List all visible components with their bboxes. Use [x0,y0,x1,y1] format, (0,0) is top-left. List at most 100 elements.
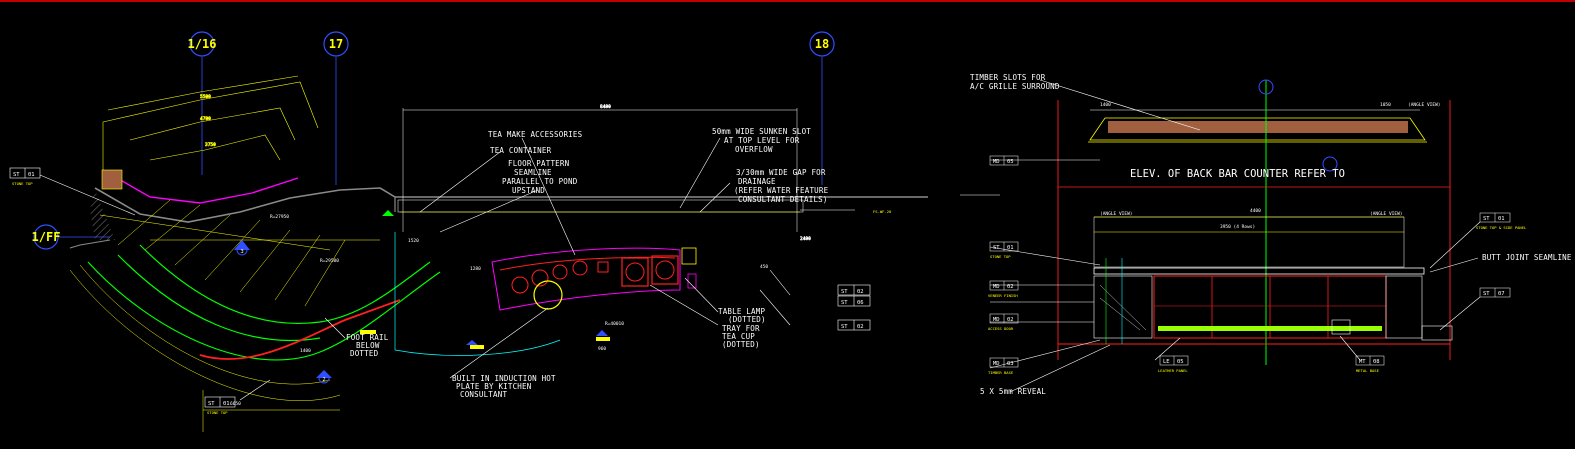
dim-lower-4: 960 [598,346,606,352]
note-reveal: 5 X 5mm REVEAL [980,387,1046,396]
tag-num: 07 [1498,291,1505,297]
elev-tag-st07: ST 07 [1479,287,1511,298]
section-marker-3: 3 [234,240,250,256]
tag-num: 01 [1498,216,1505,222]
ceiling-grille [1088,109,1427,143]
elev-tag-md02b: MD 02 ACCESS DOOR [988,313,1019,331]
note-tea-make: TEA MAKE ACCESSORIES [488,130,583,139]
top-border-line [0,0,1575,2]
elev-tag-st01-right: ST 01 STONE TOP & SIDE PANEL [1476,212,1527,230]
wall-outline [69,187,928,249]
grid-bubble-1-ff: 1/FF [32,224,110,250]
elev-dim-mid: 3950 (4 Rows) [1220,224,1255,230]
dim-lower-6: 1400 [300,348,311,354]
tag-code: MT [1359,359,1366,365]
note-timber-2: A/C GRILLE SURROUND [970,82,1060,91]
elev-tag-md03: MD 03 TIMBER BASE [988,357,1019,375]
dim-radius-3: R=40010 [605,321,624,327]
plan-view: 1/16 17 18 1/FF [9,31,928,432]
tag-code: ST [993,245,1000,251]
tag-code: MD [993,317,1000,323]
grid-label-1-16: 1/16 [188,37,217,51]
note-gap-1: 3/30mm WIDE GAP FOR [736,168,826,177]
tag-desc: METAL BASE [1356,368,1380,373]
tag-num: 01 [223,401,230,407]
note-foot-2: BELOW [356,341,380,350]
marker-small-2 [596,330,608,336]
tag-num: 01 [28,172,35,178]
tag-num: 02 [1007,317,1014,323]
note-induction-1: BUILT IN INDUCTION HOT [452,374,556,383]
elev-angle-left: (ANGLE VIEW) [1100,211,1133,217]
note-foot-3: DOTTED [350,349,379,358]
dim-top-8400: 8400 [600,104,611,110]
marker-small-3 [382,210,394,216]
tag-code: ST [1483,291,1490,297]
tag-code: ST [208,401,215,407]
dim-radius-1: R=27950 [270,214,289,220]
tag-code: ST [1483,216,1490,222]
tag-desc: VENEER FINISH [988,293,1018,298]
tag-num: 01 [1007,245,1014,251]
elev-tag-le05: LE 05 LEATHER PANEL [1158,355,1188,373]
elev-notes: TIMBER SLOTS FOR A/C GRILLE SURROUND 5 X… [970,73,1572,396]
tag-num: 08 [1373,359,1380,365]
tag-desc: TIMBER BASE [988,370,1014,375]
tag-code: MD [993,284,1000,290]
note-floor-3: PARALLEL TO POND [502,177,578,186]
elev-leader-lines [989,79,1481,393]
tag-num: 02 [1007,284,1014,290]
tag-st01-upper: ST 01 STONE TOP [9,167,41,186]
tag-code: ST [841,300,848,306]
plan-notes: TEA MAKE ACCESSORIES TEA CONTAINER FLOOR… [346,127,828,399]
dim-lower-2: 1520 [408,238,419,244]
note-gap-4: CONSULTANT DETAILS) [738,195,828,204]
dim-upper-1: 5500 [200,94,211,100]
tag-desc: STONE TOP & SIDE PANEL [1476,225,1527,230]
tag-num: 03 [1007,361,1014,367]
upper-counter-outline [101,169,299,204]
tag-desc: ACCESS DOOR [988,326,1014,331]
upper-dimension-frames: 5500 4700 3750 [102,75,319,170]
elevation-view: ELEV. OF BACK BAR COUNTER REFER TO (ANGL… [960,73,1572,396]
back-panel: (ANGLE VIEW) (ANGLE VIEW) 4400 3950 (4 R… [1093,102,1441,268]
tag-code: ST [13,172,20,178]
tag-code: LE [1163,359,1170,365]
dim-upper-2: 4700 [200,116,211,122]
tag-desc: STONE TOP [990,254,1011,259]
elev-angle-right: (ANGLE VIEW) [1370,211,1403,217]
elev-ref-bubble [1322,156,1338,172]
elev-tag-mt08: MT 08 METAL BASE [1355,355,1385,373]
tag-st01-lower: ST 01 STONE TOP [204,396,236,415]
tag-desc: LEATHER PANEL [1158,368,1188,373]
marker-2-label: 2 [322,377,325,383]
tag-num: 02 [857,324,864,330]
dim-lower-1: 6650 [230,401,241,407]
tag-desc: STONE TOP [207,410,228,415]
tag-num: 06 [857,300,864,306]
grid-label-17: 17 [329,37,343,51]
tag-code: ST [841,324,848,330]
elev-grid-bubble [1258,79,1274,95]
counter-body [1058,258,1453,345]
elev-angle-top: (ANGLE VIEW) [1408,102,1441,108]
section-marker-2: 2 [316,370,332,384]
note-butt-joint: BUTT JOINT SEAMLINE [1482,253,1572,262]
note-tray-2: TEA CUP [722,332,755,341]
note-foot-1: FOOT RAIL [346,333,389,342]
note-induction-3: CONSULTANT [460,390,507,399]
tag-code: MD [993,361,1000,367]
elev-title: ELEV. OF BACK BAR COUNTER REFER TO [1130,168,1345,180]
tag-num: 05 [1177,359,1184,365]
note-tea-container: TEA CONTAINER [490,146,552,155]
elev-dim-left: 1400 [1100,102,1111,108]
note-slot-3: OVERFLOW [735,145,773,154]
tag-code: MD [993,159,1000,165]
note-floor-2: SEAMLINE [514,168,552,177]
dim-upper-3: 3750 [205,142,216,148]
grid-bubble-17: 17 [323,31,349,185]
elev-tag-md01: MD 05 [989,155,1019,166]
note-floor-4: UPSTAND [512,186,545,195]
section-ref: FS-WF-20 [873,209,892,214]
